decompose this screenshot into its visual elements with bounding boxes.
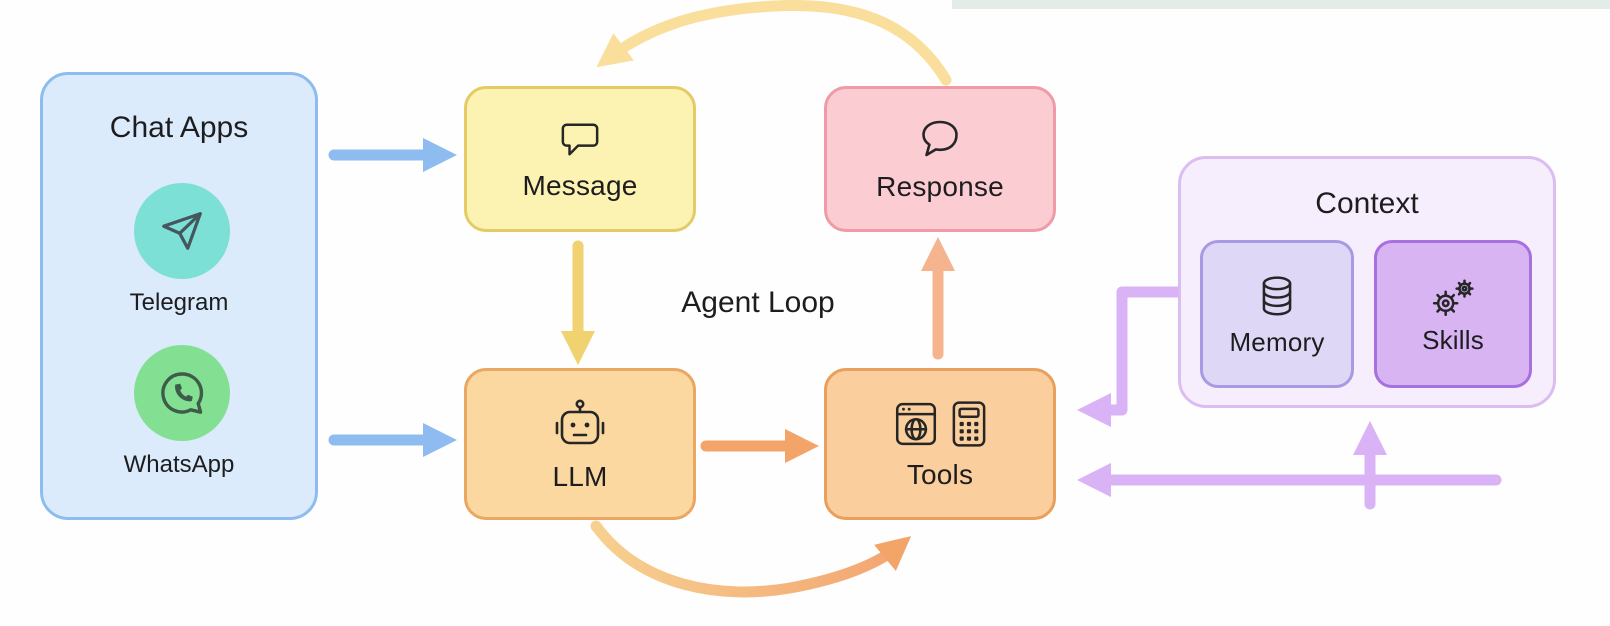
tools-node: Tools xyxy=(824,368,1056,520)
chat-apps-title: Chat Apps xyxy=(109,111,249,144)
robot-icon xyxy=(551,398,609,455)
response-label: Response xyxy=(876,170,1004,202)
message-label: Message xyxy=(522,169,638,201)
whatsapp-icon xyxy=(134,345,230,441)
message-node: Message xyxy=(464,86,696,232)
calculator-icon xyxy=(951,400,987,453)
memory-node: Memory xyxy=(1200,240,1354,388)
whatsapp-label: WhatsApp xyxy=(123,451,235,478)
gears-icon xyxy=(1430,276,1476,323)
database-icon xyxy=(1256,274,1298,325)
tools-icons xyxy=(893,400,987,453)
memory-label: Memory xyxy=(1229,326,1325,357)
telegram-icon xyxy=(134,183,230,279)
window-edge-artifact xyxy=(952,0,1610,9)
arrow-llm-to-tools-bottom-curve xyxy=(590,520,912,598)
chat-apps-panel: Chat Apps Telegram WhatsApp xyxy=(40,72,318,520)
speech-bubble-round-icon xyxy=(917,118,963,165)
browser-globe-icon xyxy=(893,400,939,453)
arrow-response-to-message-curve xyxy=(596,0,952,86)
response-node: Response xyxy=(824,86,1056,232)
context-title: Context xyxy=(1315,187,1419,220)
skills-node: Skills xyxy=(1374,240,1532,388)
llm-label: LLM xyxy=(552,460,608,492)
skills-label: Skills xyxy=(1422,324,1484,355)
agent-loop-label: Agent Loop xyxy=(681,286,835,319)
arrow-context-to-tools-elbow xyxy=(1076,286,1188,428)
llm-node: LLM xyxy=(464,368,696,520)
telegram-label: Telegram xyxy=(129,289,229,316)
speech-bubble-square-icon xyxy=(557,119,603,164)
tools-label: Tools xyxy=(906,458,974,490)
